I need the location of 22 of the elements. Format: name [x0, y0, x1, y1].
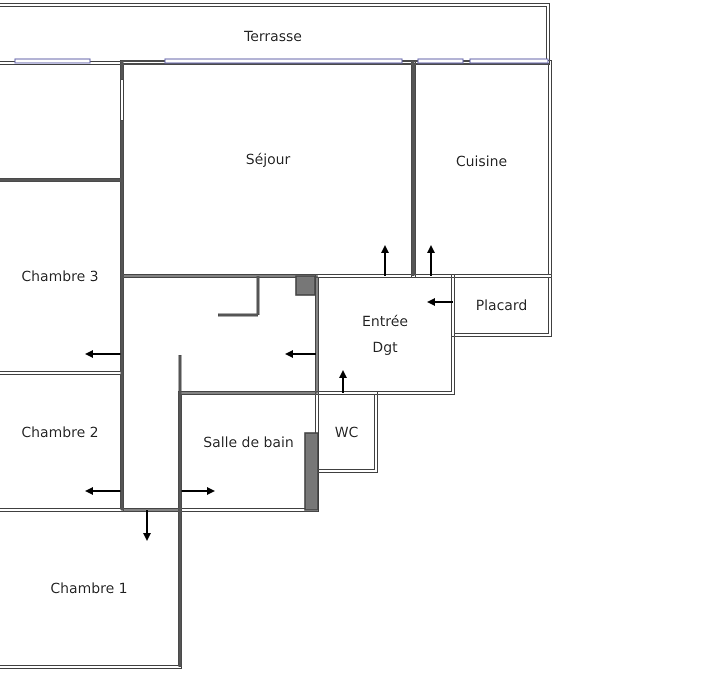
room-label: Chambre 2: [21, 425, 99, 441]
arrow: [381, 245, 389, 276]
arrow: [339, 370, 347, 393]
arrow: [85, 487, 122, 495]
arrow: [285, 350, 316, 358]
arrow: [85, 350, 122, 358]
room-label: Terrasse: [244, 29, 302, 45]
room-label: Chambre 3: [21, 268, 99, 284]
room-label: Salle de bain: [203, 435, 294, 451]
arrow: [180, 487, 215, 495]
room-label: WC: [334, 425, 358, 441]
room-label: Entrée Dgt: [361, 312, 409, 358]
room-label: Séjour: [246, 152, 290, 168]
room-label: Placard: [476, 298, 528, 314]
hallway-outline: [122, 276, 317, 510]
room-label: Cuisine: [456, 154, 508, 170]
room-outline: [0, 508, 182, 669]
arrow: [143, 510, 151, 541]
arrow: [427, 245, 435, 276]
arrow: [427, 298, 453, 306]
room-outline: [451, 274, 552, 337]
room-label: Chambre 1: [50, 580, 128, 596]
